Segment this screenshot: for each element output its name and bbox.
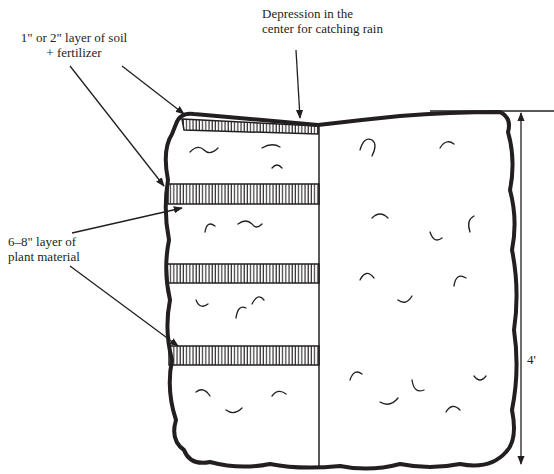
soil-layers xyxy=(167,119,319,365)
leader-line xyxy=(72,208,182,233)
pile-outline xyxy=(166,112,517,469)
callout-label: 1" or 2" layer of soil + fertilizer xyxy=(20,30,128,60)
leader-lines xyxy=(70,50,300,346)
section-line xyxy=(318,126,320,466)
callout-label: 6–8" layer of plant material xyxy=(8,234,100,264)
dimension-label: 4' xyxy=(527,352,547,367)
callout-label: Depression in the center for catching ra… xyxy=(262,6,384,36)
leader-line xyxy=(70,66,164,186)
dimension-extension xyxy=(430,110,554,111)
leader-line xyxy=(122,66,184,114)
dimension-line xyxy=(520,113,521,464)
soil-layer xyxy=(167,264,319,283)
plant-material-texture xyxy=(190,139,486,412)
soil-layer xyxy=(168,184,319,204)
soil-layer xyxy=(169,346,319,365)
leader-line xyxy=(70,266,178,346)
leader-line xyxy=(296,50,300,118)
